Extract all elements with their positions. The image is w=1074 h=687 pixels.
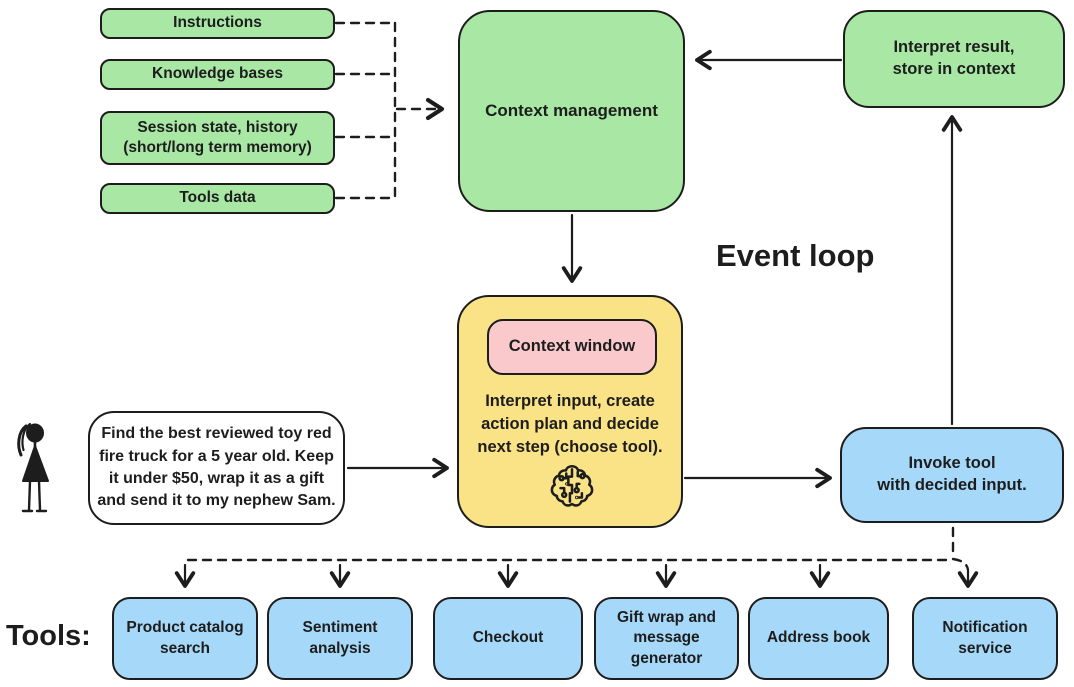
tool-gift-wrap-generator-label: Gift wrap and message generator (616, 609, 717, 667)
dash-bus-curve (951, 557, 970, 572)
node-agent-core: Context window Interpret input, create a… (457, 295, 683, 528)
node-invoke-tool-label: Invoke tool with decided input. (877, 454, 1027, 494)
node-context-window-label: Context window (508, 337, 636, 356)
tool-product-catalog-search: Product catalog search (112, 597, 258, 680)
tool-product-catalog-search-label: Product catalog search (126, 619, 244, 657)
node-session-state-label: Session state, history (short/long term … (123, 118, 312, 156)
node-interpret-result: Interpret result, store in context (843, 10, 1065, 108)
node-instructions-label: Instructions (173, 14, 262, 32)
node-tools-data-label: Tools data (179, 189, 256, 207)
tool-sentiment-analysis-label: Sentiment analysis (302, 619, 378, 657)
node-knowledge-bases-label: Knowledge bases (152, 65, 283, 83)
tools-label: Tools: (6, 620, 91, 652)
node-context-window: Context window (487, 319, 657, 375)
node-interpret-result-label: Interpret result, store in context (892, 38, 1016, 78)
tool-address-book: Address book (748, 597, 889, 680)
circuit-brain-icon (550, 464, 594, 507)
node-knowledge-bases: Knowledge bases (100, 59, 335, 90)
tool-checkout-label: Checkout (472, 629, 544, 647)
tool-sentiment-analysis: Sentiment analysis (267, 597, 413, 680)
agent-step-text: Interpret input, create action plan and … (477, 392, 663, 456)
node-invoke-tool: Invoke tool with decided input. (840, 427, 1064, 523)
user-request-text: Find the best reviewed toy red fire truc… (97, 425, 336, 510)
tool-gift-wrap-generator: Gift wrap and message generator (594, 597, 739, 680)
node-context-management: Context management (458, 10, 685, 212)
node-tools-data: Tools data (100, 183, 335, 214)
tool-checkout: Checkout (433, 597, 583, 680)
node-context-management-label: Context management (485, 100, 658, 120)
node-instructions: Instructions (100, 8, 335, 39)
stick-figure-user-icon (17, 422, 49, 513)
tool-notification-service-label: Notification service (942, 619, 1028, 657)
event-loop-title: Event loop (716, 238, 875, 273)
tool-address-book-label: Address book (766, 629, 871, 647)
user-request-bubble: Find the best reviewed toy red fire truc… (88, 411, 345, 525)
node-session-state: Session state, history (short/long term … (100, 111, 335, 165)
tool-notification-service: Notification service (912, 597, 1058, 680)
